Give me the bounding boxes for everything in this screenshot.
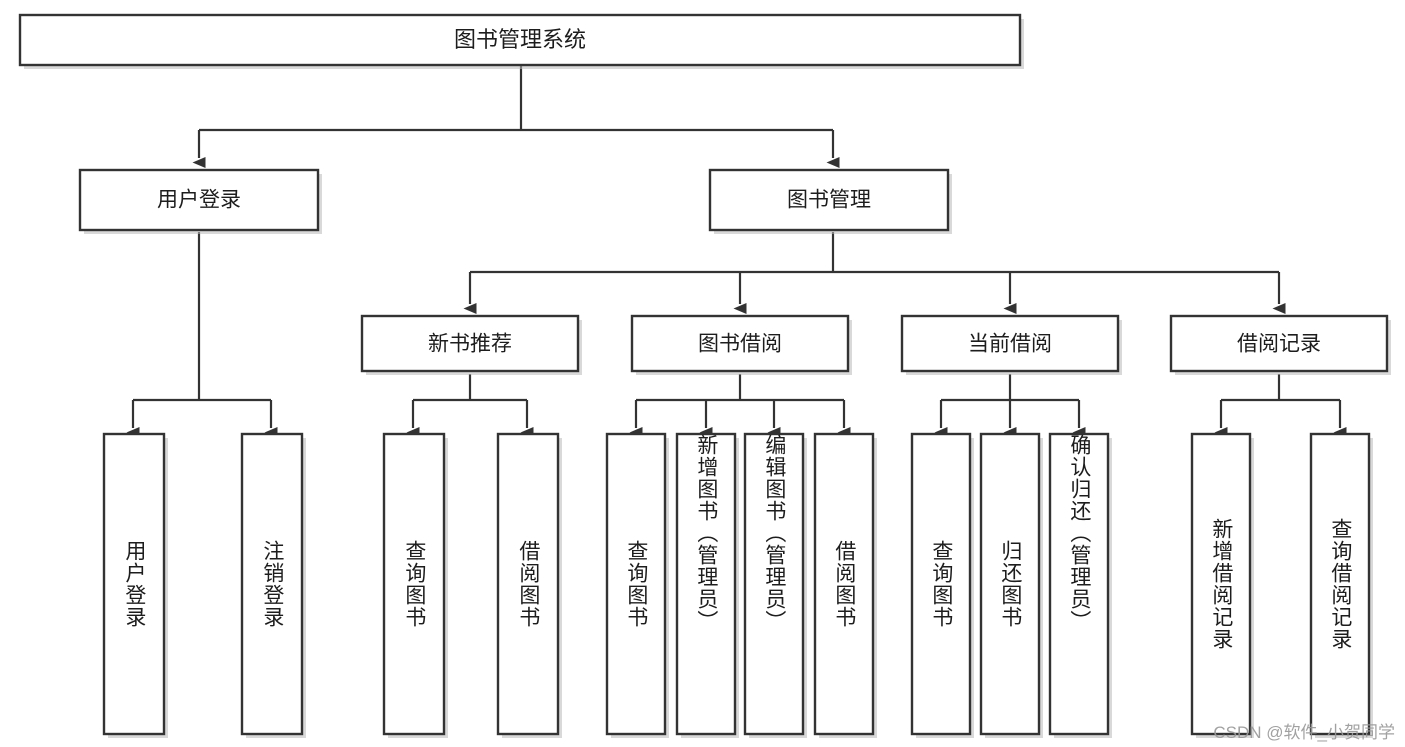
node-new-book-rec-label: 新书推荐 (428, 333, 512, 356)
node-borrow-record-label: 借阅记录 (1237, 333, 1321, 356)
leaf-box-query-record[interactable] (1309, 432, 1371, 736)
node-current-borrow-label: 当前借阅 (968, 333, 1052, 356)
node-root-label: 图书管理系统 (454, 27, 586, 52)
leaf-box-user-logout[interactable] (240, 432, 304, 736)
leaf-box-borrow-book-2[interactable] (813, 432, 875, 736)
edges-bookmanage-to-level3 (463, 232, 1286, 314)
leaf-box-edit-book[interactable] (743, 432, 805, 736)
node-new-book-rec[interactable]: 新书推荐 (360, 314, 582, 375)
leaf-box-query-book-2[interactable] (605, 432, 667, 736)
node-root[interactable]: 图书管理系统 (18, 13, 1024, 69)
edges-userlogin-to-leaves (126, 232, 278, 438)
leaf-box-query-book-1[interactable] (382, 432, 446, 736)
edges-currentborrow-to-leaves (934, 374, 1086, 438)
leaf-box-add-record[interactable] (1190, 432, 1252, 736)
edges-bookborrow-to-leaves (629, 374, 851, 438)
node-borrow-record[interactable]: 借阅记录 (1169, 314, 1391, 375)
leaf-box-borrow-book-1[interactable] (496, 432, 560, 736)
edges-borrowrecord-to-leaves (1214, 374, 1347, 438)
edges-root-to-level2 (192, 65, 840, 168)
leaf-box-add-book[interactable] (675, 432, 737, 736)
watermark-text: CSDN @软件_小贺同学 (1213, 723, 1395, 742)
node-book-manage[interactable]: 图书管理 (708, 168, 952, 234)
leaf-box-return-book[interactable] (979, 432, 1041, 736)
node-book-manage-label: 图书管理 (787, 189, 871, 212)
leaf-box-confirm-return[interactable] (1048, 432, 1110, 736)
node-user-login-label: 用户登录 (157, 189, 241, 212)
leaf-boxes (102, 432, 1373, 738)
node-current-borrow[interactable]: 当前借阅 (900, 314, 1122, 375)
node-user-login[interactable]: 用户登录 (78, 168, 322, 234)
leaf-box-user-login[interactable] (102, 432, 166, 736)
leaf-box-query-book-3[interactable] (910, 432, 972, 736)
edges-newbookrec-to-leaves (406, 374, 534, 438)
node-book-borrow[interactable]: 图书借阅 (630, 314, 852, 375)
node-book-borrow-label: 图书借阅 (698, 333, 782, 356)
